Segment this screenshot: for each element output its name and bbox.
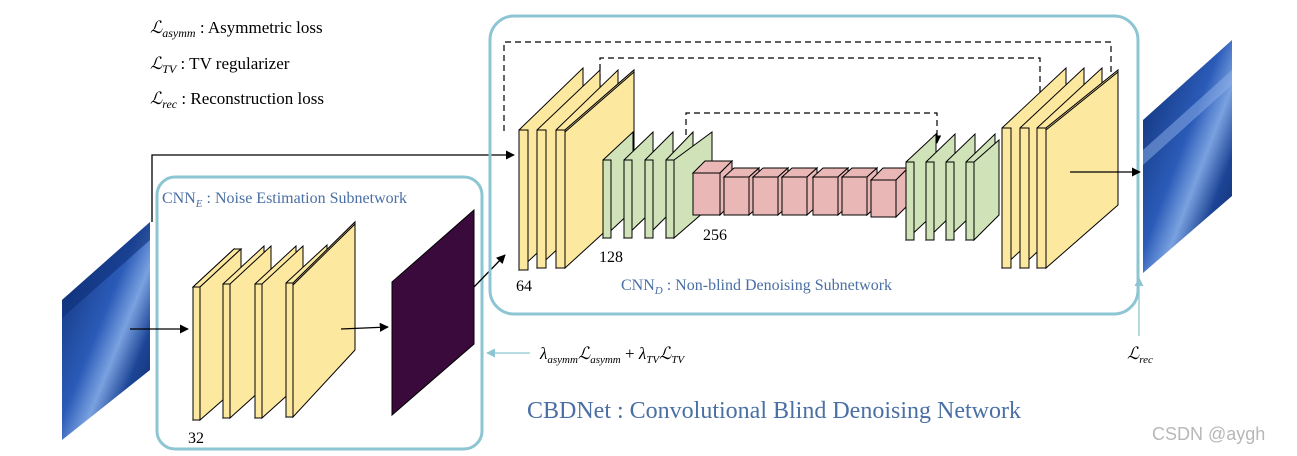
output-image — [1143, 40, 1232, 273]
arrow-input-to-cnn-d — [151, 150, 515, 222]
skip-connection-middle — [599, 57, 1045, 104]
legend-item-tv: ℒTV : TV regularizer — [150, 54, 290, 76]
noise-level-map — [391, 208, 475, 417]
cnn-e-block-4 — [285, 220, 356, 419]
cnn-d-decoder-64 — [1001, 66, 1119, 270]
bottleneck-block-4 — [780, 166, 819, 217]
bottleneck-block-7 — [869, 166, 910, 219]
legend: ℒasymm : Asymmetric loss ℒTV : TV regula… — [150, 18, 324, 111]
rec-loss-label: ℒrec — [1127, 344, 1153, 366]
cnn-d-label: CNND : Non-blind Denoising Subnetwork — [621, 277, 892, 297]
legend-item-rec: ℒrec : Reconstruction loss — [150, 89, 324, 111]
channel-label-256: 256 — [703, 227, 727, 244]
cnn-d-box — [488, 14, 1140, 316]
channel-label-128: 128 — [599, 249, 623, 266]
cnn-e-blocks — [191, 220, 356, 422]
cnn-e-box — [155, 175, 484, 451]
watermark: CSDN @aygh — [1152, 424, 1265, 444]
loss-formula: λasymmℒasymm + λTVℒTV — [539, 344, 685, 366]
cnn-d-bottleneck-256 — [691, 159, 910, 219]
cnn-d-decoder-128 — [905, 132, 1000, 242]
legend-item-asymm: ℒasymm : Asymmetric loss — [150, 18, 323, 40]
channel-label-32: 32 — [188, 430, 204, 447]
diagram-title: CBDNet : Convolutional Blind Denoising N… — [527, 398, 1021, 424]
arrow-cnn-e-to-noise-map — [340, 322, 389, 332]
channel-label-64: 64 — [516, 278, 532, 295]
input-image — [62, 222, 150, 440]
skip-connection-inner — [685, 112, 942, 144]
cnn-e-label: CNNE : Noise Estimation Subnetwork — [162, 190, 407, 210]
